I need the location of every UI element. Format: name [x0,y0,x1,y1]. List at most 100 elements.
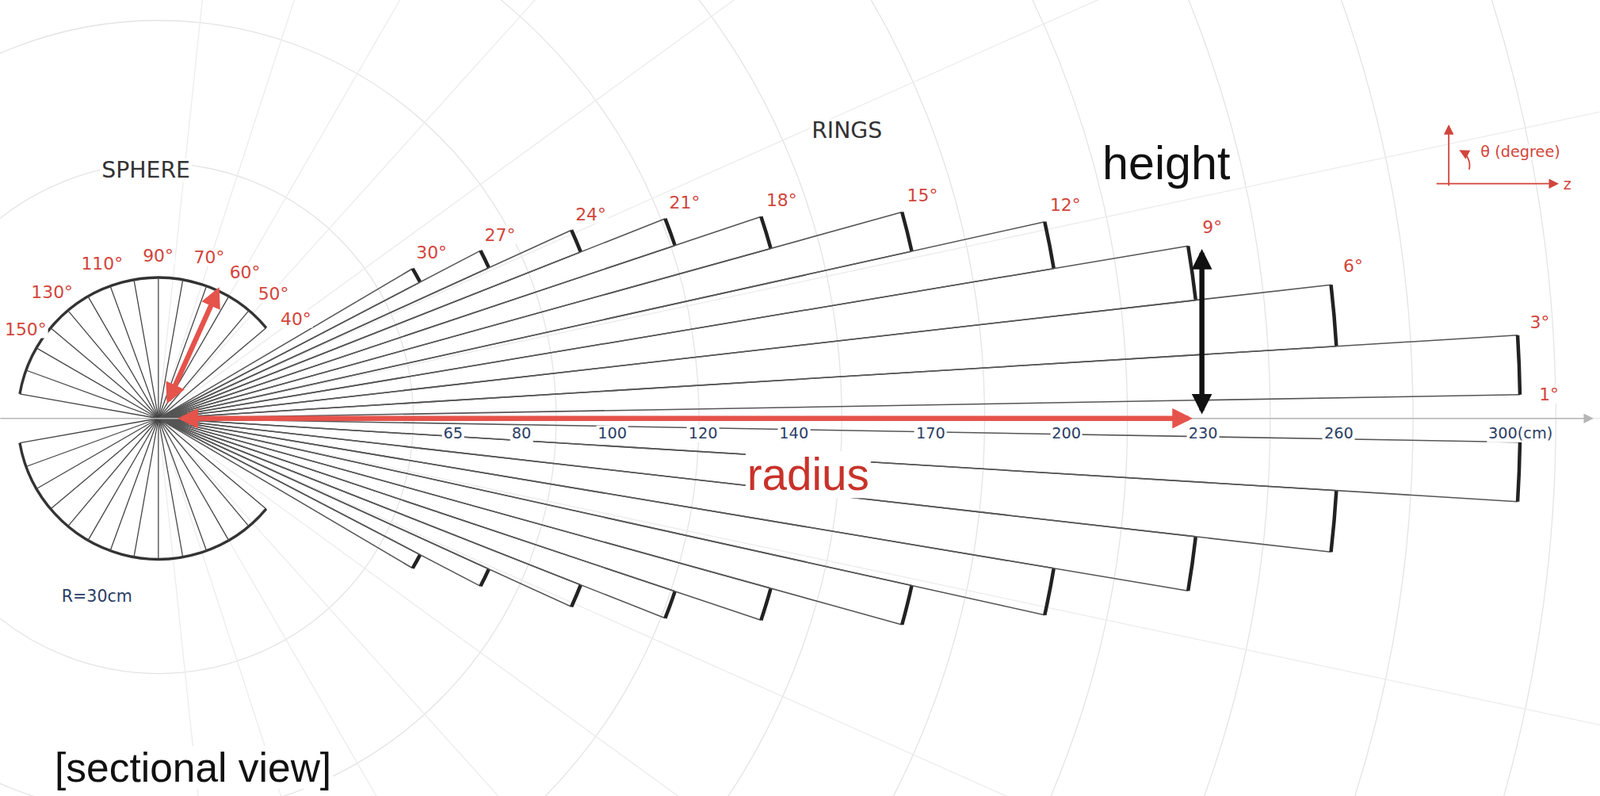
ring-ray [158,229,572,419]
angle-label: 18° [764,190,799,210]
ring-section [1517,442,1520,502]
dimension-label: height [1100,138,1232,188]
ring-ray [158,418,902,625]
ring-section [901,212,912,252]
grid-ray [158,0,1600,419]
ring-section [1517,335,1520,395]
ring-ray [158,418,666,619]
grid-arc [0,0,699,796]
angle-label: 27° [483,225,518,245]
grid-arc [0,0,1271,796]
ring-ray [158,394,1520,419]
ring-section [1187,536,1196,591]
ring-ray [158,218,666,419]
annotation-arrows [0,126,1592,419]
z-axis [0,417,1592,420]
grid-arc [0,20,557,796]
grid-ray [158,0,362,419]
axis-label: z [1561,176,1574,193]
radius-tick-label: 230 [1187,425,1220,442]
radius-tick-label: 65 [441,425,465,442]
grid-ray [158,15,1600,418]
grid-ray [158,0,758,419]
grid-arc [0,0,1556,796]
ring-section [664,591,675,619]
radius-tick-label: 80 [510,425,534,442]
axis-label: θ (degree) [1478,144,1562,161]
ring-ray [158,418,1332,553]
ring-ray [158,250,481,419]
sphere-radius-note: R=30cm [60,588,134,606]
grid-ray [158,418,1600,796]
angle-label: 3° [1528,312,1552,331]
angle-label: 70° [192,248,227,267]
section-title: SPHERE [99,158,192,183]
sphere-ray [26,370,159,419]
sphere-ray [26,418,159,467]
sphere-radius-arrow [168,290,218,401]
angle-label: 12° [1048,194,1083,214]
ring-ray [158,216,761,418]
ring-ray [158,418,1045,615]
grid-ray [158,418,1600,796]
grid-arc [0,0,842,796]
ring-section [480,568,489,587]
sphere-ray [158,418,249,527]
ring-ray [158,418,1520,443]
ring-section [480,250,489,268]
radius-tick-label: 300(cm) [1486,425,1555,442]
section-title: RINGS [809,118,884,143]
ring-ray [158,418,481,587]
sphere-ray [19,418,159,443]
ring-section [1044,221,1054,269]
theta-arc-arrow [1461,151,1471,170]
grid-ray [158,418,362,796]
sphere-ray [157,277,159,419]
grid-arc [0,0,1413,796]
angle-label: 24° [573,205,608,224]
sphere-ray [50,418,159,509]
grid-arc [0,0,1128,796]
radius-tick-label: 100 [595,425,629,442]
radius-tick-label: 120 [687,425,720,442]
ring-section [1331,490,1337,553]
ring-ray [158,212,902,419]
angle-label: 150° [3,319,49,338]
grid-ray [158,418,1455,796]
ring-ray [158,245,1188,418]
ring-section [664,218,675,246]
ring-ray [158,418,572,608]
ring-section [1187,245,1196,300]
dimension-label: radius [745,450,871,498]
view-caption: [sectional view] [53,745,333,789]
sphere-ray [157,418,159,560]
angle-label: 50° [256,283,291,302]
ring-section [760,216,771,249]
angle-label: 30° [414,243,449,262]
angle-label: 9° [1200,217,1224,236]
ring-section [412,554,421,569]
sphere-ray [19,393,159,419]
angle-label: 21° [668,192,703,211]
ring-section [760,588,771,620]
height-arrow [1199,252,1204,410]
ring-ray [158,418,761,620]
sphere-ray [158,418,207,551]
grid-ray [158,0,1128,419]
ring-section [901,585,912,625]
angle-label: 40° [278,309,314,328]
radius-arrow [181,416,1188,421]
grid-ray [158,418,1128,796]
sphere-ray [158,418,184,558]
ring-ray [158,418,1188,591]
angle-label: 130° [29,282,75,302]
angle-label: 15° [905,185,940,204]
ring-section [1331,284,1337,347]
ring-ray [158,221,1045,419]
ring-section [1044,568,1054,615]
